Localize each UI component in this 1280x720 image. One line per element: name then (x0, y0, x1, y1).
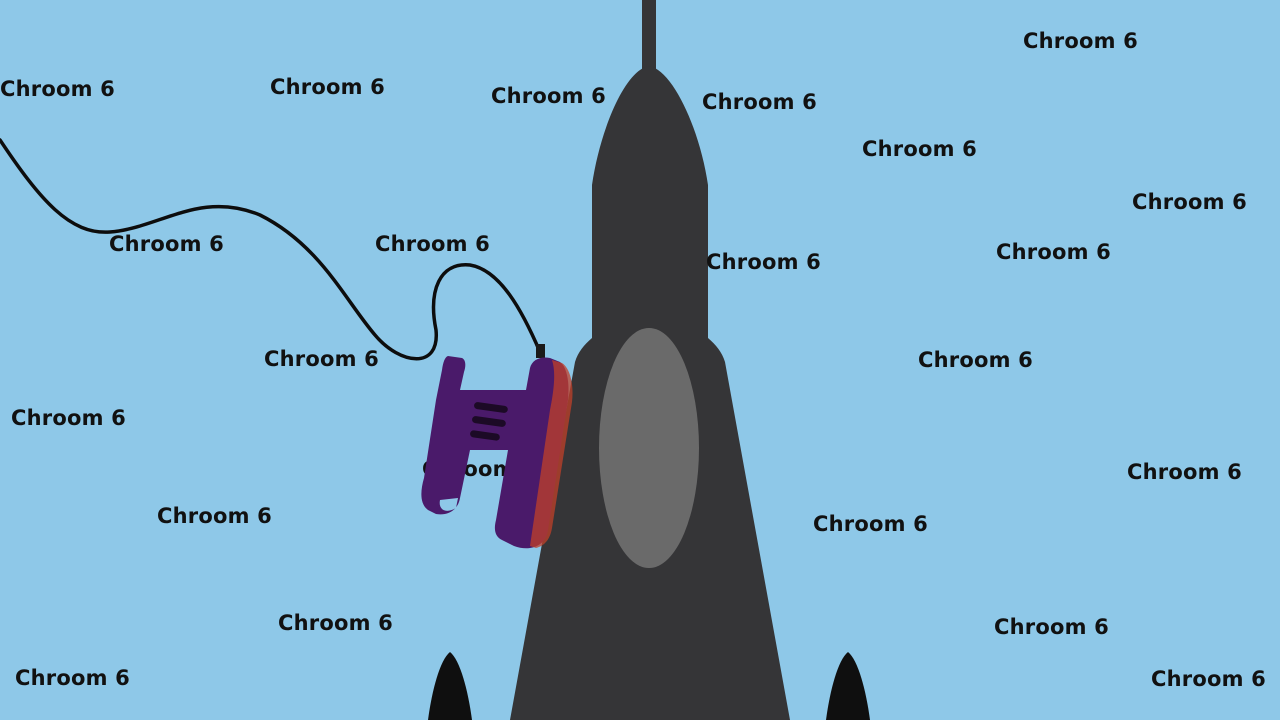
chromosome-label: Chroom 6 (1023, 29, 1138, 53)
chromosome-label: Chroom 6 (862, 137, 977, 161)
clamp-slot-2 (472, 416, 506, 427)
clamp-slot-3 (470, 430, 500, 441)
clamp-device-edge (530, 360, 573, 548)
chromosome-label: Chroom 6 (702, 90, 817, 114)
chromosome-label: Chroom 6 (1151, 667, 1266, 691)
chromosome-label: Chroom 6 (264, 347, 379, 371)
clamp-device-body (421, 356, 569, 549)
chromosome-label: Chroom 6 (157, 504, 272, 528)
rocket-right-fin (826, 652, 870, 720)
chromosome-label: Chroom 6 (491, 84, 606, 108)
chromosome-label: Chroom 6 (918, 348, 1033, 372)
chromosome-label: Chroom 6 (706, 250, 821, 274)
clamp-device (421, 356, 573, 549)
rocket-left-fin (428, 652, 472, 720)
chromosome-label: Chroom 6 (109, 232, 224, 256)
clamp-device-hook (439, 498, 458, 511)
chromosome-label: Chroom 6 (996, 240, 1111, 264)
chromosome-label: Chroom 6 (278, 611, 393, 635)
device-cable (0, 138, 542, 361)
chromosome-label: Chroom 6 (813, 512, 928, 536)
clamp-slot-1 (474, 402, 508, 413)
chromosome-label: Chroom 6 (270, 75, 385, 99)
chromosome-label: Chroom 6 (0, 77, 115, 101)
chromosome-label: Chroom 6 (375, 232, 490, 256)
rocket-window (599, 328, 699, 568)
chromosome-label: Chroom 6 (994, 615, 1109, 639)
cable-plug (536, 344, 545, 358)
chromosome-label: Chroom 6 (15, 666, 130, 690)
chromosome-label: Chroom 6 (1132, 190, 1247, 214)
chromosome-label: Chroom 6 (11, 406, 126, 430)
chromosome-label: Chroom 6 (1127, 460, 1242, 484)
rocket-antenna (642, 0, 656, 72)
